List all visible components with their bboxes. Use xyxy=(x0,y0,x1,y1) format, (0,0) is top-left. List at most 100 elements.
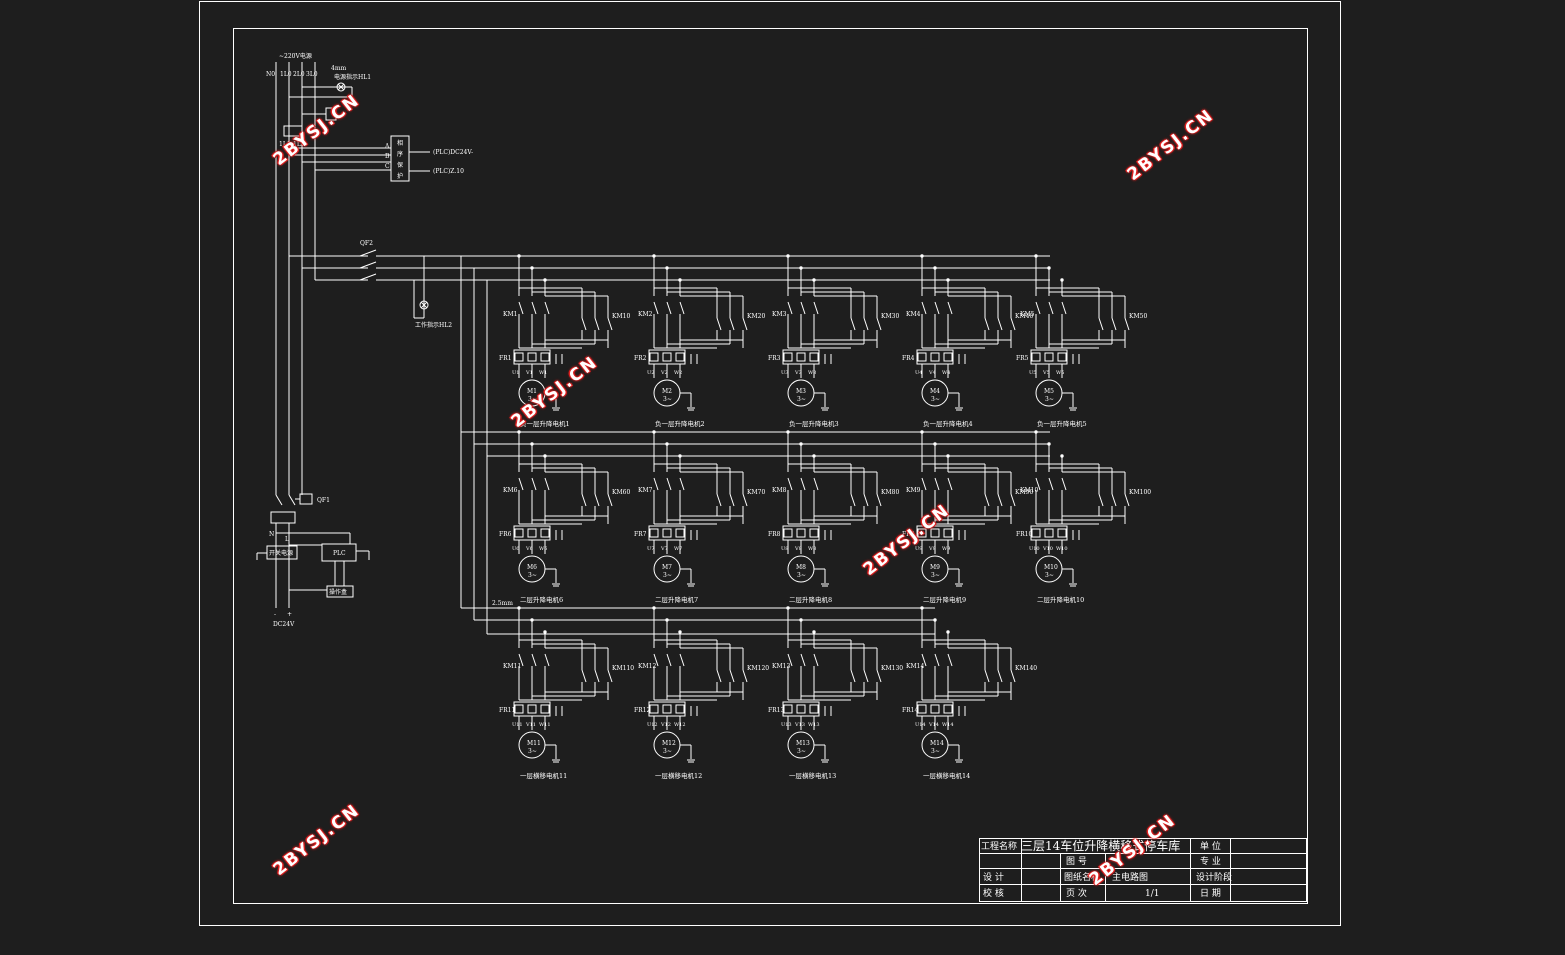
tb-stage-label: 设计阶段 xyxy=(1196,871,1232,883)
motor-unit-8 xyxy=(782,430,882,587)
motor-name-label: M9 xyxy=(930,564,940,571)
u-label: U14 xyxy=(915,722,926,728)
motor-caption: 二层升降电机10 xyxy=(1037,595,1084,604)
plc-label: PLC xyxy=(333,550,346,557)
work-lamp-label: 工作指示HL2 xyxy=(415,321,452,329)
motor-unit-13 xyxy=(782,606,882,763)
u-label: U12 xyxy=(647,722,658,728)
v-label: V8 xyxy=(794,546,802,552)
w-label: W11 xyxy=(539,722,551,728)
motor-caption: 一层横移电机13 xyxy=(789,771,836,780)
motor-unit-14 xyxy=(916,606,1016,763)
plc-z10-label: (PLC)Z.10 xyxy=(433,168,464,175)
km-reverse-label: KM40 xyxy=(1015,313,1033,320)
lamp-icon-1 xyxy=(336,82,346,92)
fr-label: FR10 xyxy=(1016,531,1032,538)
phase-term-a: A xyxy=(384,143,390,150)
v-label: V11 xyxy=(525,722,536,728)
motor-name-label: M10 xyxy=(1044,564,1058,571)
motor-name-label: M3 xyxy=(796,388,806,395)
tb-project-label: 工程名称 xyxy=(981,840,1017,852)
n-label: N xyxy=(269,531,274,538)
l-label: L xyxy=(285,536,289,543)
u-label: U8 xyxy=(781,546,788,552)
fr-label: FR5 xyxy=(1016,355,1029,362)
motor-caption: 一层横移电机11 xyxy=(520,771,567,780)
motor-unit-4 xyxy=(916,254,1016,411)
w-label: W3 xyxy=(808,370,816,376)
km-reverse-label: KM130 xyxy=(881,665,903,672)
motor-caption: 负一层升降电机2 xyxy=(655,419,705,428)
v-label: V13 xyxy=(794,722,805,728)
fr-label: FR8 xyxy=(768,531,781,538)
qf2-label: QF2 xyxy=(360,240,373,247)
km-label: KM1 xyxy=(503,311,517,318)
fr-label: FR3 xyxy=(768,355,781,362)
n0-label: N0 xyxy=(266,71,275,78)
motor-caption: 负一层升降电机5 xyxy=(1037,419,1087,428)
motor-phase-label: 3~ xyxy=(1045,396,1054,403)
w-label: W1 xyxy=(539,370,547,376)
motor-name-label: M13 xyxy=(796,740,810,747)
km-label: KM10 xyxy=(1020,487,1038,494)
tb-design-label: 设 计 xyxy=(983,871,1004,883)
tb-page-value: 1/1 xyxy=(1145,889,1159,899)
motor-phase-label: 3~ xyxy=(528,396,537,403)
w-label: W8 xyxy=(808,546,816,552)
fr-label: FR13 xyxy=(768,707,784,714)
fr-label: FR11 xyxy=(499,707,515,714)
motor-caption: 一层横移电机14 xyxy=(923,771,970,780)
v-label: V4 xyxy=(928,370,936,376)
outer-frame xyxy=(199,1,1341,926)
km-reverse-label: KM20 xyxy=(747,313,765,320)
fr-label: FR12 xyxy=(634,707,650,714)
u-label: U4 xyxy=(915,370,922,376)
25mm-label: 2.5mm xyxy=(492,600,513,607)
phase-term-c: C xyxy=(385,163,390,170)
km-label: KM13 xyxy=(772,663,790,670)
v-label: V10 xyxy=(1042,546,1053,552)
psu-label: 开关电源 xyxy=(269,549,293,557)
l1-label: 1L1 xyxy=(279,141,291,148)
w-label: W5 xyxy=(1056,370,1064,376)
3l0-label: 3L0 xyxy=(306,71,318,78)
v-label: V2 xyxy=(660,370,668,376)
km-reverse-label: KM60 xyxy=(612,489,630,496)
km-label: KM14 xyxy=(906,663,924,670)
motor-unit-10 xyxy=(1030,430,1130,587)
motor-phase-label: 3~ xyxy=(797,396,806,403)
motor-caption: 负一层升降电机3 xyxy=(789,419,839,428)
u-label: U2 xyxy=(647,370,654,376)
v-label: V5 xyxy=(1042,370,1050,376)
motor-name-label: M4 xyxy=(930,388,940,395)
tb-project-name: 三层14车位升降横移式停车库 xyxy=(1021,838,1180,853)
motor-phase-label: 3~ xyxy=(797,572,806,579)
phase-term-b: B xyxy=(385,153,390,160)
motor-caption: 一层横移电机12 xyxy=(655,771,702,780)
km-label: KM8 xyxy=(772,487,787,494)
plc-dc24-label: (PLC)DC24V- xyxy=(433,149,473,156)
v-label: V6 xyxy=(525,546,533,552)
u-label: U7 xyxy=(647,546,654,552)
motor-phase-label: 3~ xyxy=(931,396,940,403)
tb-check-label: 校 核 xyxy=(983,887,1004,899)
tb-drawing-name-label: 图纸名称 xyxy=(1064,871,1100,883)
fr-label: FR6 xyxy=(499,531,512,538)
km-label: KM6 xyxy=(503,487,518,494)
km-label: KM11 xyxy=(503,663,521,670)
u-label: U5 xyxy=(1029,370,1036,376)
motor-unit-9 xyxy=(916,430,1016,587)
w-label: W2 xyxy=(674,370,682,376)
tb-date-label: 日 期 xyxy=(1200,888,1221,899)
phase-box-char-3: 保 xyxy=(397,161,403,169)
u-label: U6 xyxy=(512,546,519,552)
